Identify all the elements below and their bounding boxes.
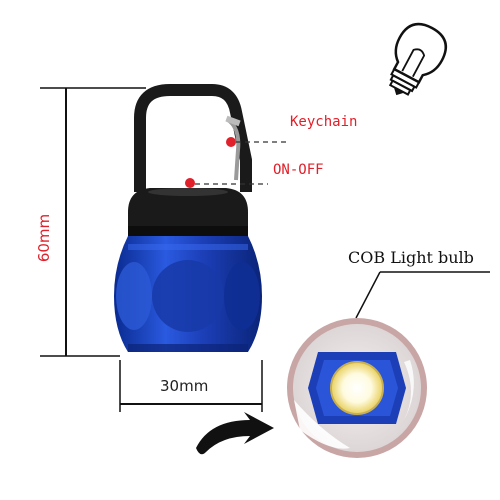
- cob-inset: [287, 318, 427, 458]
- keychain-pointer: [226, 137, 286, 147]
- width-dimension: [119, 360, 263, 412]
- cob-callout-line: [355, 271, 490, 319]
- lantern-cap: [128, 188, 248, 236]
- keychain-label: Keychain: [290, 114, 358, 130]
- carabiner-clip: [134, 84, 252, 192]
- curved-arrow-icon: [196, 412, 274, 455]
- lightbulb-icon: [388, 22, 448, 96]
- on-off-label: ON-OFF: [273, 162, 324, 178]
- lantern-body: [114, 236, 262, 352]
- height-label: 60mm: [35, 213, 53, 263]
- height-dimension: [40, 87, 146, 357]
- width-label: 30mm: [160, 377, 209, 395]
- on-off-pointer: [185, 178, 268, 188]
- cob-label: COB Light bulb: [348, 248, 474, 267]
